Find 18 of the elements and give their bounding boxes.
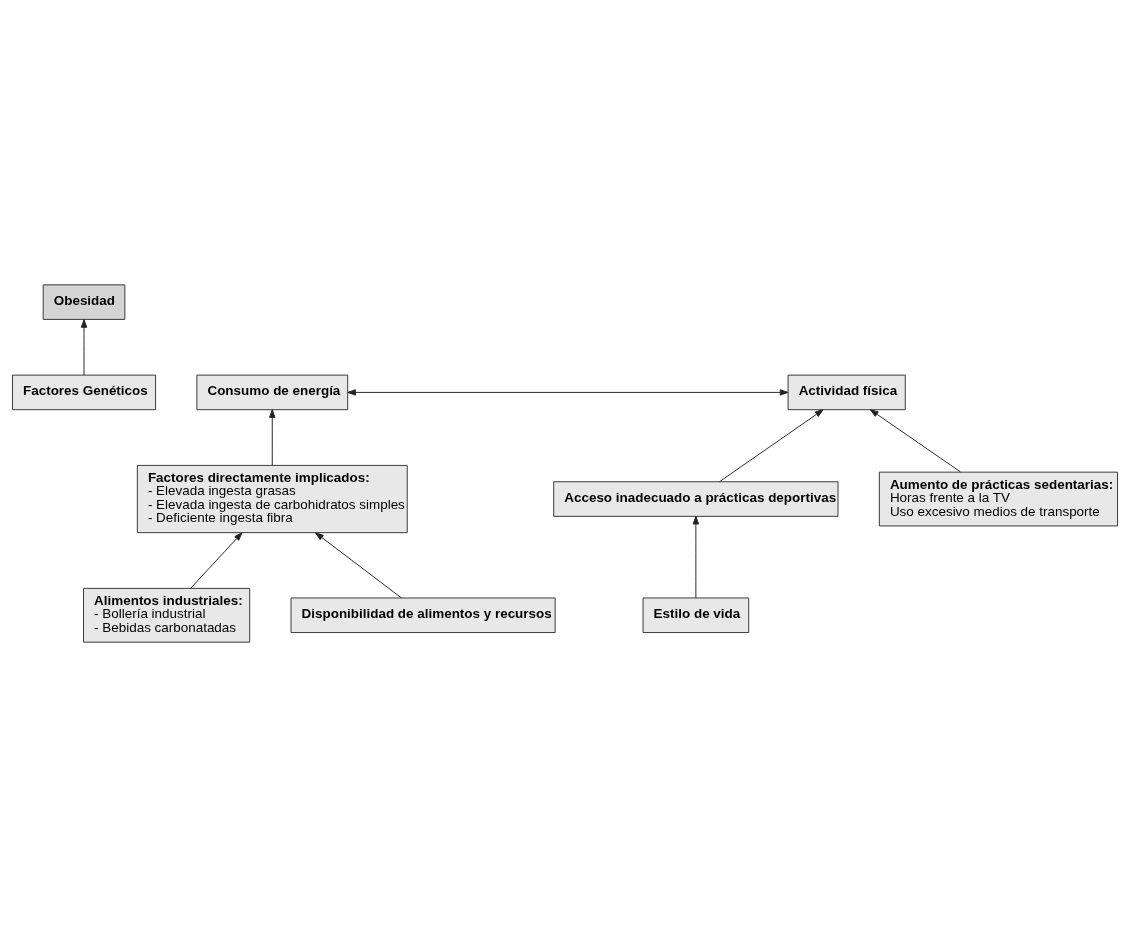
arrow (692, 515, 700, 599)
node-box: Actividad física (787, 374, 906, 411)
node-box: Aumento de prácticas sedentarias: Horas frente a la TV Uso excesivo medios de transporte (878, 471, 1118, 527)
node-box: Factores Genéticos (12, 374, 157, 411)
node-box: Factores directamente implicados: - Elevada ingesta grasas - Elevada ingesta de carbohidratos simples - Deficiente ingesta fibra (136, 464, 408, 534)
node-box: Consumo de energía (196, 374, 349, 411)
arrow (869, 409, 961, 473)
arrow (269, 409, 276, 466)
node-box: Disponibilidad de alimentos y recursos (290, 597, 556, 634)
arrow (718, 409, 824, 483)
arrow (315, 532, 402, 599)
node-box: Alimentos industriales: - Bollería industrial - Bebidas carbonatadas (83, 587, 251, 643)
arrow (347, 389, 789, 396)
node-box: Acceso inadecuado a prácticas deportivas (553, 481, 839, 517)
arrow (80, 319, 88, 376)
node-box: Obesidad (42, 284, 126, 320)
arrow (190, 532, 243, 589)
node-box: Estilo de vida (642, 597, 750, 634)
